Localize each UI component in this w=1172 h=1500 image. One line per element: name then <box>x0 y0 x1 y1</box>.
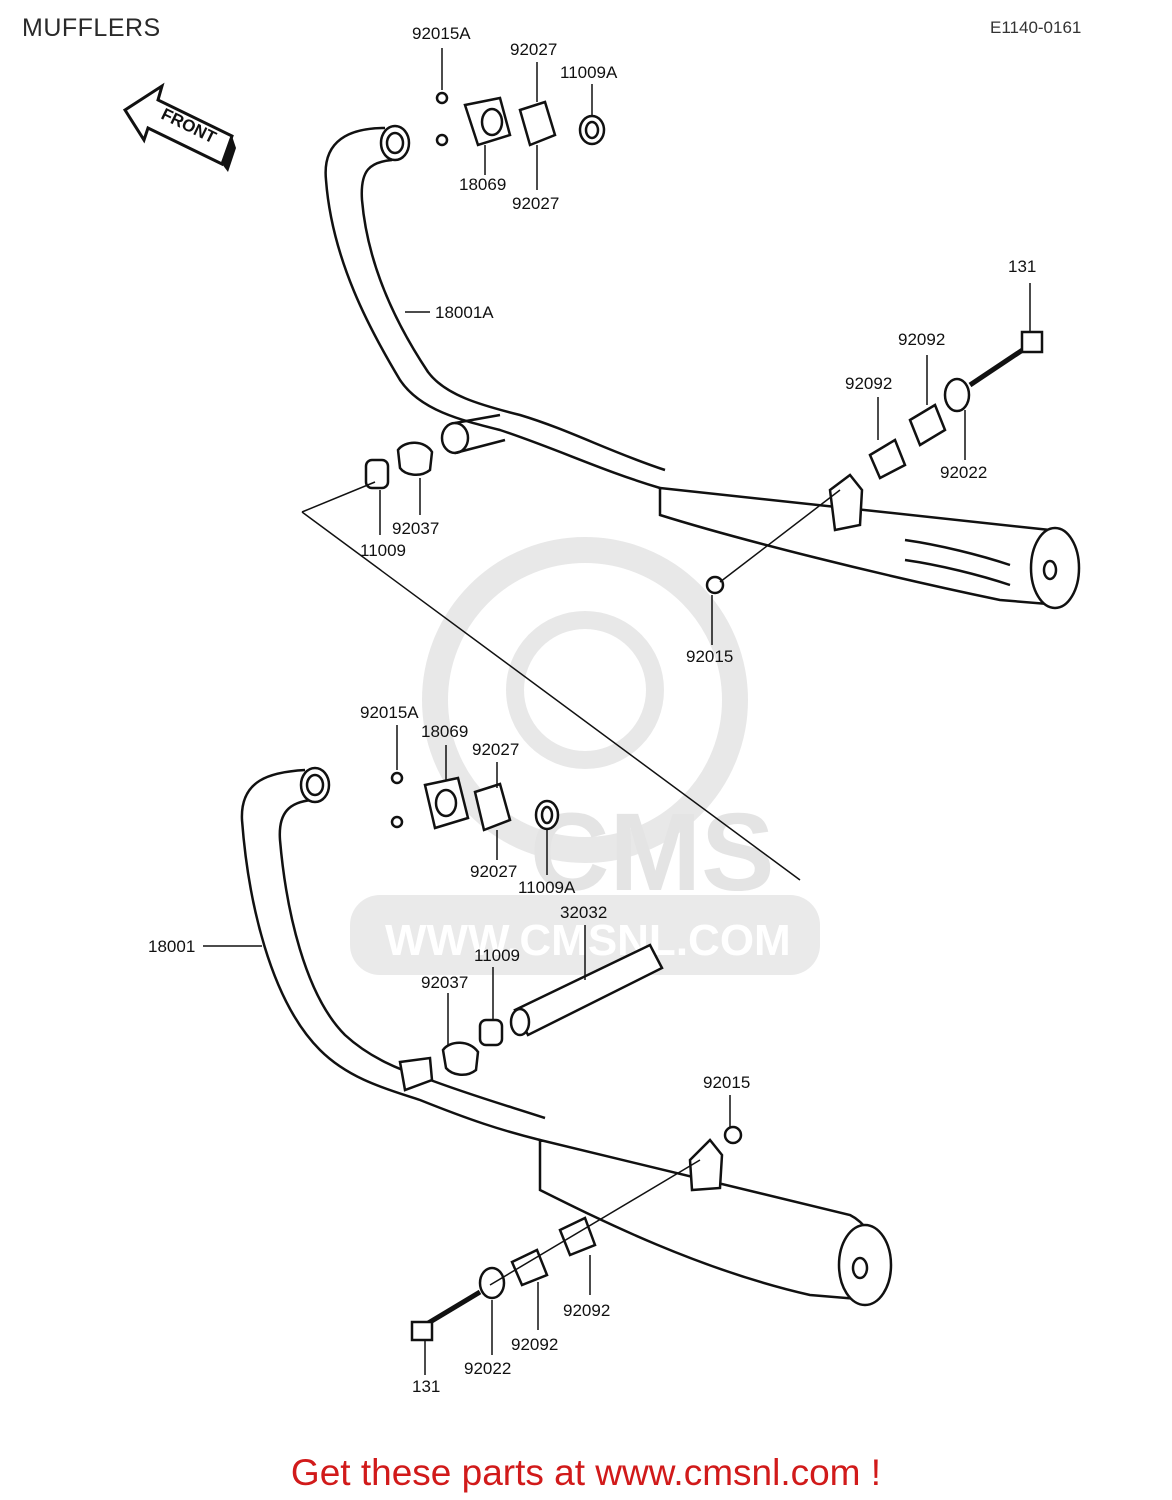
label-top-damper-b: 92092 <box>845 374 892 393</box>
label-top-washer: 92022 <box>940 463 987 482</box>
label-top-bolt: 131 <box>1008 257 1036 276</box>
top-leader-lines <box>301 48 1031 881</box>
label-top-clamp-b: 92027 <box>512 194 559 213</box>
label-bot-bolt: 131 <box>412 1377 440 1396</box>
cta-link[interactable]: Get these parts at www.cmsnl.com ! <box>290 1452 882 1493</box>
diagram-code: E1140-0161 <box>990 18 1082 37</box>
label-bot-connector: 32032 <box>560 903 607 922</box>
label-top-nut: 92015A <box>412 24 471 43</box>
part-labels: 92015A 92027 11009A 18069 92027 18001A 9… <box>148 24 1036 1396</box>
front-arrow: FRONT <box>122 82 236 172</box>
top-muffler-assembly <box>324 91 1081 610</box>
label-bot-nut: 92015A <box>360 703 419 722</box>
label-bot-damper-a: 92092 <box>563 1301 610 1320</box>
label-bot-pipe: 18001 <box>148 937 195 956</box>
label-bot-holder: 18069 <box>421 722 468 741</box>
parts-diagram: CMS WWW.CMSNL.COM FRONT <box>122 24 1081 1396</box>
label-bot-washer: 92022 <box>464 1359 511 1378</box>
label-bot-gasket2: 11009 <box>474 946 520 965</box>
page-title: MUFFLERS <box>22 14 161 42</box>
label-bot-damper-b: 92092 <box>511 1335 558 1354</box>
watermark-url: WWW.CMSNL.COM <box>385 916 791 965</box>
bottom-leader-lines <box>203 725 731 1375</box>
label-bot-band: 92037 <box>421 973 468 992</box>
label-top-band: 92037 <box>392 519 439 538</box>
watermark: CMS WWW.CMSNL.COM <box>350 537 820 975</box>
label-bot-nut2: 92015 <box>703 1073 750 1092</box>
label-bot-clamp-a: 92027 <box>472 740 519 759</box>
label-top-gasket: 11009A <box>560 63 618 82</box>
label-bot-clamp-b: 92027 <box>470 862 517 881</box>
label-bot-gasket: 11009A <box>518 878 576 897</box>
label-top-holder: 18069 <box>459 175 506 194</box>
label-top-pipe: 18001A <box>435 303 494 322</box>
watermark-brand: CMS <box>530 791 774 914</box>
label-top-damper-a: 92092 <box>898 330 945 349</box>
label-top-gasket2: 11009 <box>360 541 406 560</box>
label-top-nut2: 92015 <box>686 647 733 666</box>
label-top-clamp-a: 92027 <box>510 40 557 59</box>
